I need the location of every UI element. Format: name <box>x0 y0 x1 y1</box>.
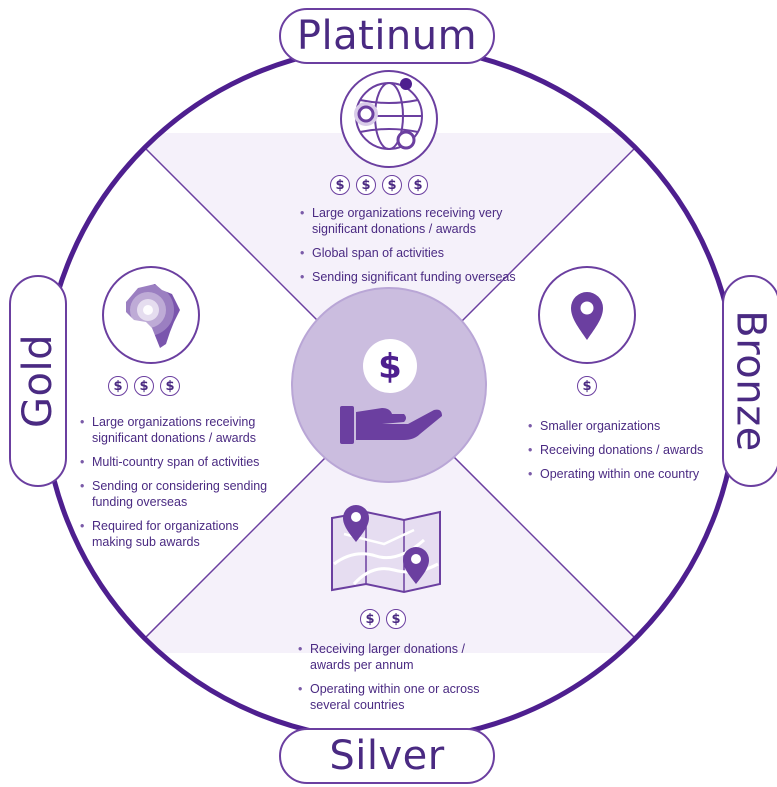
platinum-bullet: Global span of activities <box>300 245 530 261</box>
dollar-icon: $ <box>108 376 128 396</box>
dollar-icon: $ <box>382 175 402 195</box>
platinum-dollar-rating: $ $ $ $ <box>330 175 428 195</box>
location-pin-icon <box>536 264 638 366</box>
bronze-bullet: Receiving donations / awards <box>528 442 718 458</box>
hand-holding-dollar-icon: $ <box>334 334 446 454</box>
platinum-label-text: Platinum <box>296 13 478 59</box>
dollar-icon: $ <box>408 175 428 195</box>
platinum-bullet-list: Large organizations receiving very signi… <box>300 205 530 293</box>
dollar-icon: $ <box>386 609 406 629</box>
gold-bullet-list: Large organizations receiving significan… <box>80 414 270 558</box>
gold-bullet: Multi-country span of activities <box>80 454 270 470</box>
center-dollar-symbol: $ <box>378 347 402 387</box>
dollar-icon: $ <box>134 376 154 396</box>
silver-bullet: Receiving larger donations / awards per … <box>298 641 498 673</box>
silver-dollar-rating: $$ <box>360 609 406 629</box>
dollar-icon: $ <box>577 376 597 396</box>
silver-bullet-list: Receiving larger donations / awards per … <box>298 641 498 721</box>
gold-label-text: Gold <box>15 334 62 428</box>
bronze-dollar-rating: $ <box>577 376 597 396</box>
dollar-icon: $ <box>356 175 376 195</box>
silver-label-text: Silver <box>329 733 445 779</box>
gold-bullet: Sending or considering sending funding o… <box>80 478 270 510</box>
bronze-label-text: Bronze <box>728 310 774 452</box>
gold-bullet: Required for organizations making sub aw… <box>80 518 270 550</box>
gold-dollar-rating: $ $ $ <box>108 376 180 396</box>
platinum-sector <box>130 133 650 393</box>
globe-icon <box>338 68 440 170</box>
bronze-tier-label: Bronze <box>722 275 777 487</box>
dollar-icon: $ <box>330 175 350 195</box>
gold-bullet: Large organizations receiving significan… <box>80 414 270 446</box>
bronze-bullet-list: Smaller organizations Receiving donation… <box>528 418 718 490</box>
africa-map-target-icon <box>100 264 202 366</box>
folded-map-pins-icon <box>324 494 448 598</box>
dollar-icon: $ <box>160 376 180 396</box>
silver-bullet: Operating within one or across several c… <box>298 681 498 713</box>
dollar-icon: $ <box>360 609 380 629</box>
platinum-tier-label: Platinum <box>279 8 495 64</box>
platinum-bullet: Large organizations receiving very signi… <box>300 205 530 237</box>
bronze-bullet: Smaller organizations <box>528 418 718 434</box>
silver-tier-label: Silver <box>279 728 495 784</box>
bronze-bullet: Operating within one country <box>528 466 718 482</box>
gold-tier-label: Gold <box>9 275 67 487</box>
platinum-bullet: Sending significant funding overseas <box>300 269 530 285</box>
